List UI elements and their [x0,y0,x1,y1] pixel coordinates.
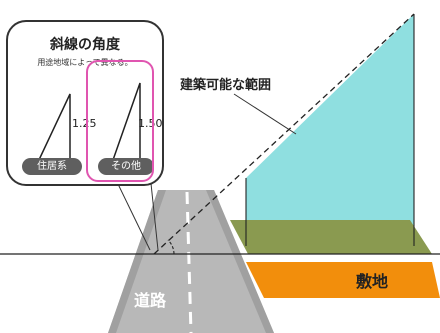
other-category-badge: その他 [98,158,154,175]
residential-category-badge: 住居系 [22,158,82,175]
residential-rise-label: 1.25 [72,117,97,130]
setback-slope-line [153,13,415,255]
road-edge-strip [108,190,166,333]
buildable-area-leader [233,93,297,135]
callout-note: 用途地域によって異なる。 [37,58,133,67]
callout-pointer [149,173,159,251]
callout-pointer [117,183,151,251]
buildable-area-label: 建築可能な範囲 [180,78,272,93]
buildable-volume [246,14,414,246]
site-side-band [230,220,432,254]
other-rise-label: 1.50 [138,117,163,130]
road-center-line [185,191,193,333]
road-edge-strip [206,190,274,333]
site-label: 敷地 [356,272,389,291]
angle-arc [167,239,175,255]
slope-angle-callout: 斜線の角度 用途地域によって異なる。 1.25 1 住居系 1.50 1 その他 [6,20,164,186]
road-label: 道路 [134,291,167,310]
other-category-label: その他 [111,161,141,172]
site-plot [246,262,440,298]
callout-title: 斜線の角度 [50,37,120,53]
residential-category-label: 住居系 [37,161,67,172]
other-category-highlight [86,60,154,182]
